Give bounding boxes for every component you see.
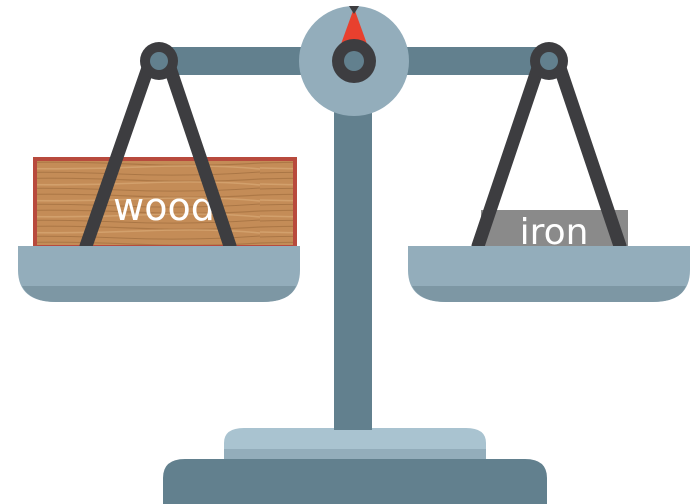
left-pivot-center: [150, 52, 168, 70]
right-pivot-center: [540, 52, 558, 70]
base-lower-tier: [163, 459, 547, 504]
wood-label: wood: [113, 185, 215, 229]
right-pan-shadow: [412, 286, 686, 302]
scale-column: [334, 95, 372, 430]
scale-base: [163, 428, 547, 504]
base-upper-shadow: [224, 449, 486, 459]
right-pan-assembly: iron: [408, 42, 690, 302]
pivot-knob-center: [344, 51, 364, 71]
left-pan-assembly: wood: [18, 42, 300, 302]
left-pan-shadow: [22, 286, 296, 302]
wood-block: wood: [33, 157, 297, 247]
center-hub: [299, 6, 409, 116]
